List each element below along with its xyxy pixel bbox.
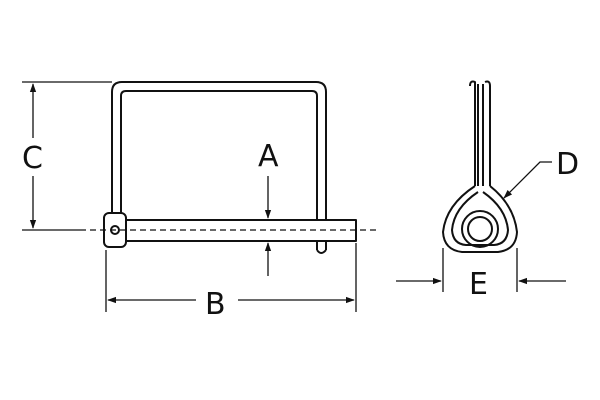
end-pin-circle [461,210,499,248]
end-loop-inner [451,191,509,246]
end-wire-right [484,80,491,186]
bail-wire-inner [120,90,318,250]
label-a: A [258,139,279,174]
label-d: D [556,147,579,182]
label-b: B [205,287,226,322]
side-view [103,81,357,254]
end-view [442,80,518,253]
dimension-d [503,161,552,199]
dimension-e [396,248,566,292]
dimension-c [22,81,112,231]
end-loop-outer [442,185,518,253]
bail-wire-end [316,249,327,254]
end-pin-inner [467,216,493,242]
bail-wire-outer [111,81,327,250]
dimension-b [105,243,357,312]
label-e: E [469,267,488,302]
dim-d-leader [503,161,552,199]
label-c: C [22,141,43,176]
end-wire-left [469,80,476,186]
